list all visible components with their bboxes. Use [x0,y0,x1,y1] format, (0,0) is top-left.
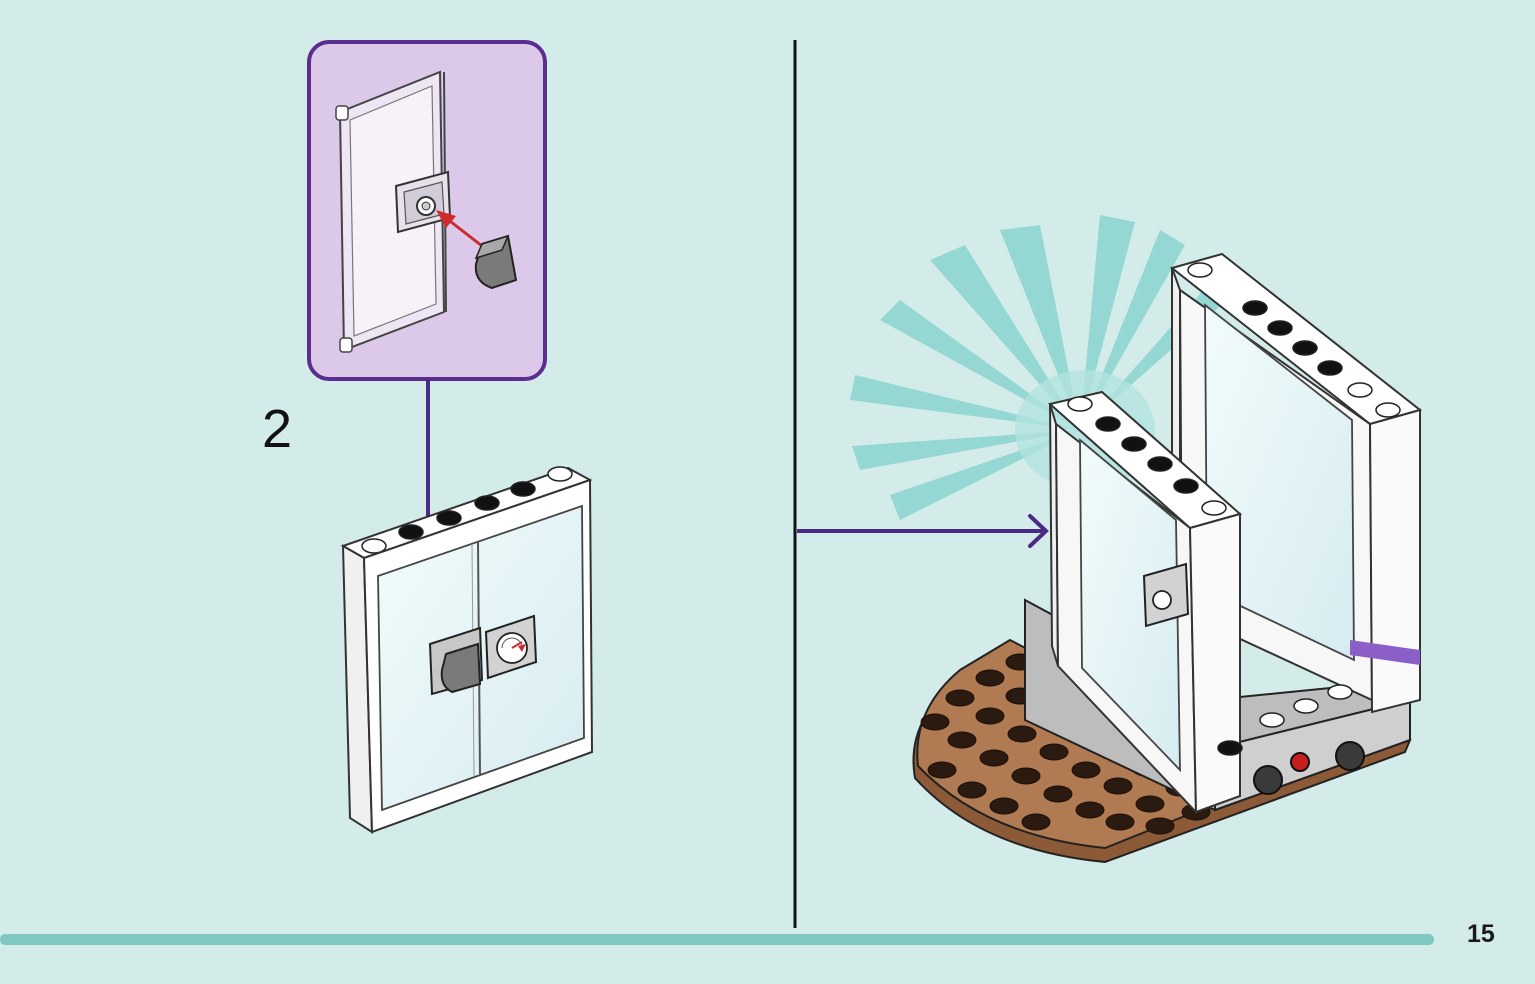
footer-bar [0,934,1434,945]
round-tile-icon [474,234,518,290]
window-frame-icon [340,466,594,834]
door-panel-icon [335,70,452,353]
callout-panel [307,40,547,381]
accent-stripe [1350,640,1420,665]
gauge-tile-icon [484,614,538,680]
step-number: 2 [262,399,293,459]
page-number: 15 [1467,920,1495,948]
